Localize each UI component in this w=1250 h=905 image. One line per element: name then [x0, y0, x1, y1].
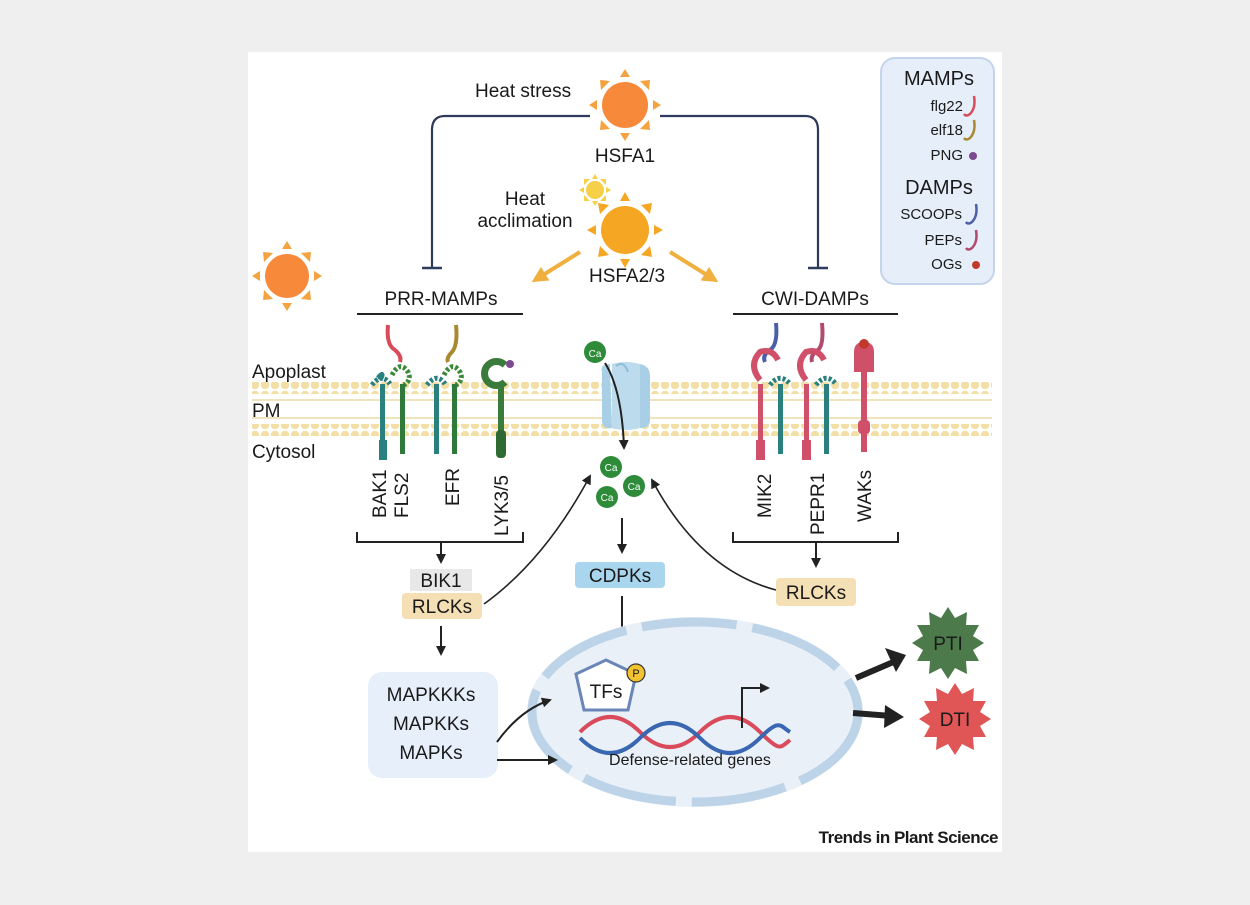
heat-acclimation-line1: Heat [505, 189, 546, 210]
pepr1-label: PEPR1 [808, 473, 829, 535]
calcium-influx-arrow [604, 362, 629, 450]
prr-mamps-label: PRR-MAMPs [385, 289, 498, 310]
receptor-bak1-fls2 [370, 324, 412, 460]
receptor-mik2 [751, 322, 792, 460]
inhibit-line-left [430, 114, 590, 268]
receptor-pepr1 [797, 322, 838, 460]
to-dti-arrow-head [884, 705, 904, 728]
legend-scoops-label: SCOOPs [900, 206, 962, 223]
mapkkks-label: MAPKKKs [387, 685, 476, 706]
mapk-to-tfs-arrow [496, 697, 552, 743]
rlcks-right-box [776, 578, 856, 606]
calcium-ion [584, 341, 606, 363]
png-icon [969, 152, 977, 160]
bik1-box [410, 569, 472, 591]
hsfa1-label: HSFA1 [595, 146, 655, 167]
legend-flg22-label: flg22 [930, 98, 963, 115]
sun-hsfa1-icon [589, 69, 661, 141]
mapkks-label: MAPKKs [393, 714, 469, 735]
sun-hsfa23-icon [587, 192, 663, 268]
elf18-icon [962, 119, 976, 141]
sun-left-icon [252, 241, 322, 311]
pti-label: PTI [933, 634, 963, 655]
tfs-label: TFs [590, 682, 623, 703]
rlcks-right-to-calcium-arrow [651, 478, 777, 591]
calcium-label-2: Ca [628, 482, 641, 493]
rlcks-to-calcium-arrow [483, 474, 591, 605]
small-sun-icon [579, 174, 611, 206]
acclimation-arrow-left [531, 250, 582, 283]
phospho-label: P [632, 668, 639, 680]
calcium-ion-label: Ca [589, 349, 602, 360]
efr-label: EFR [443, 468, 464, 506]
waks-label: WAKs [855, 470, 876, 522]
mapks-label: MAPKs [399, 743, 462, 764]
pti-burst [912, 607, 984, 679]
scoops-icon [964, 203, 978, 225]
rlcks-left-box [402, 593, 482, 619]
defense-genes-label: Defense-related genes [609, 752, 771, 769]
apoplast-label: Apoplast [252, 362, 327, 383]
legend-peps-label: PEPs [924, 232, 962, 249]
nucleus [527, 617, 863, 807]
legend-mamps-title: MAMPs [904, 68, 974, 90]
hsfa23-label: HSFA2/3 [589, 266, 665, 287]
inhibit-line-right [660, 114, 820, 268]
calcium-label-3: Ca [601, 493, 614, 504]
rlcks-right-label: RLCKs [786, 583, 846, 604]
legend-box [880, 57, 995, 285]
cdpks-box [575, 562, 665, 588]
cytosol-label: Cytosol [252, 442, 315, 463]
cdpks-label: CDPKs [589, 566, 651, 587]
fls2-label: FLS2 [392, 473, 413, 518]
receptor-efr [425, 324, 464, 454]
calcium-label-1: Ca [605, 463, 618, 474]
flg22-icon [962, 95, 976, 117]
receptor-lyk35 [481, 358, 514, 458]
legend-ogs-label: OGs [931, 256, 962, 273]
rlcks-left-label: RLCKs [412, 597, 472, 618]
peps-icon [964, 229, 978, 251]
transcription-start-arrow [741, 683, 770, 728]
dna-helix [578, 715, 792, 755]
phospho-badge [626, 663, 646, 683]
lyk35-label: LYK3/5 [492, 475, 513, 536]
mik2-label: MIK2 [755, 474, 776, 518]
to-pti-arrow-shaft [854, 657, 900, 681]
mapk-cascade-box [368, 672, 498, 778]
dti-burst [919, 683, 991, 755]
ogs-icon [972, 261, 980, 269]
legend-elf18-label: elf18 [930, 122, 963, 139]
bik1-label: BIK1 [420, 571, 461, 592]
journal-credit: Trends in Plant Science [819, 828, 998, 847]
bak1-label: BAK1 [370, 469, 391, 518]
legend-damps-title: DAMPs [905, 177, 973, 199]
heat-stress-label: Heat stress [475, 81, 571, 102]
acclimation-arrow-right [668, 250, 719, 283]
receptor-waks [854, 339, 874, 452]
calcium-cluster [596, 456, 645, 508]
cwi-damps-label: CWI-DAMPs [761, 289, 869, 310]
dti-label: DTI [940, 710, 971, 731]
heat-acclimation-line2: acclimation [477, 211, 572, 232]
to-pti-arrow-head [885, 648, 906, 672]
pm-label: PM [252, 401, 281, 422]
legend-png-label: PNG [930, 147, 963, 164]
calcium-channel [601, 362, 650, 430]
